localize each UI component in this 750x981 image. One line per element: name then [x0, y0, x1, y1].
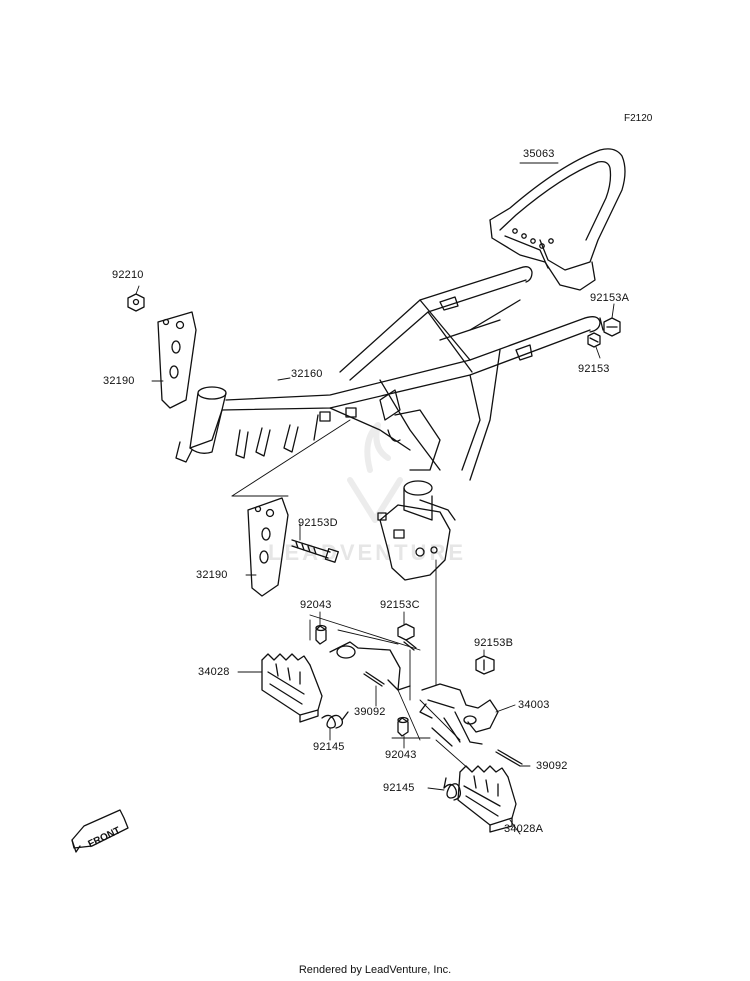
- part-label-92153[interactable]: 92153: [578, 363, 610, 375]
- part-label-32190-lower[interactable]: 32190: [196, 569, 228, 581]
- reference-lines: [231, 419, 471, 771]
- watermark-logo: [347, 422, 403, 523]
- part-label-92153D[interactable]: 92153D: [298, 517, 338, 529]
- part-label-92043-upper[interactable]: 92043: [300, 599, 332, 611]
- grab-handle-35063[interactable]: [489, 148, 626, 291]
- frame-32160[interactable]: [175, 266, 604, 581]
- pin-39092-left[interactable]: [363, 671, 385, 687]
- part-label-35063[interactable]: 35063: [523, 148, 555, 160]
- bolt-92153C[interactable]: [397, 623, 417, 651]
- spring-92145-left[interactable]: [321, 711, 349, 729]
- part-label-34028A[interactable]: 34028A: [504, 823, 544, 835]
- part-label-92153B[interactable]: 92153B: [474, 637, 514, 649]
- bolt-92153B[interactable]: [475, 655, 495, 675]
- figure-code: F2120: [624, 113, 653, 124]
- footpeg-34028[interactable]: [261, 653, 323, 723]
- watermark-text: LEADVENTURE: [268, 540, 467, 565]
- bolt-92153[interactable]: [587, 332, 601, 348]
- part-label-92145-left[interactable]: 92145: [313, 741, 345, 753]
- footer-credit: Rendered by LeadVenture, Inc.: [298, 964, 452, 976]
- part-label-34028[interactable]: 34028: [198, 666, 230, 678]
- front-arrow: [71, 809, 129, 853]
- bolt-92153A[interactable]: [603, 317, 621, 337]
- leader-lines: [135, 162, 615, 835]
- footpeg-34028A[interactable]: [457, 765, 517, 833]
- nut-92210[interactable]: [127, 293, 145, 312]
- part-label-92145-right[interactable]: 92145: [383, 782, 415, 794]
- spring-92145-right[interactable]: [443, 777, 462, 801]
- bracket-32190-lower[interactable]: [247, 497, 289, 597]
- front-marker-label: FRONT: [87, 825, 123, 850]
- bracket-32190-upper[interactable]: [157, 311, 197, 409]
- bolt-92153D[interactable]: [291, 539, 339, 563]
- part-label-92153C[interactable]: 92153C: [380, 599, 420, 611]
- part-label-32160[interactable]: 32160: [291, 368, 323, 380]
- part-label-32190-upper[interactable]: 32190: [103, 375, 135, 387]
- part-label-92153A[interactable]: 92153A: [590, 292, 630, 304]
- part-label-39092-left[interactable]: 39092: [354, 706, 386, 718]
- part-label-92043-lower[interactable]: 92043: [385, 749, 417, 761]
- part-label-34003[interactable]: 34003: [518, 699, 550, 711]
- pin-92043-lower[interactable]: [397, 716, 409, 737]
- pin-92043-upper[interactable]: [315, 624, 327, 645]
- part-label-39092-right[interactable]: 39092: [536, 760, 568, 772]
- pin-39092-right[interactable]: [495, 749, 523, 767]
- footpeg-bracket-34003[interactable]: [329, 641, 499, 747]
- part-label-92210[interactable]: 92210: [112, 269, 144, 281]
